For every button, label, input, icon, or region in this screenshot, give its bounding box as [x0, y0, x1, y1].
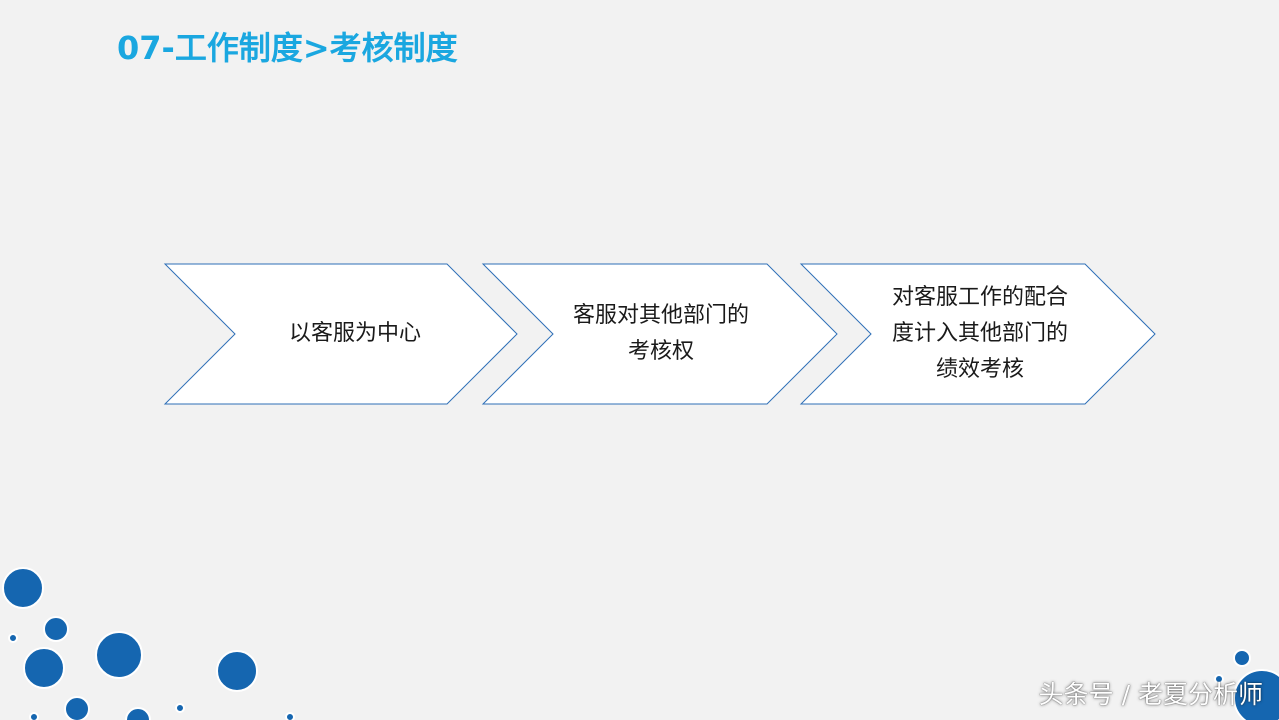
- step-3-line-1: 对客服工作的配合: [891, 285, 1068, 310]
- step-3-line-3: 绩效考核: [935, 357, 1024, 382]
- step-3-text: 对客服工作的配合 度计入其他部门的 绩效考核: [860, 280, 1100, 388]
- chevron-step-3: [799, 263, 1156, 405]
- step-1-line-1: 以客服为中心: [288, 321, 421, 346]
- step-2-line-1: 客服对其他部门的: [572, 303, 749, 328]
- chevron-step-1: [163, 263, 518, 405]
- step-2-text: 客服对其他部门的 考核权: [541, 298, 781, 370]
- step-3-line-2: 度计入其他部门的: [891, 321, 1068, 346]
- step-2-line-2: 考核权: [627, 339, 694, 364]
- step-1-text: 以客服为中心: [235, 316, 475, 352]
- watermark: 头条号 / 老夏分析师: [1038, 680, 1263, 709]
- page-title: 07-工作制度>考核制度: [117, 29, 458, 67]
- chevron-step-2: [481, 263, 838, 405]
